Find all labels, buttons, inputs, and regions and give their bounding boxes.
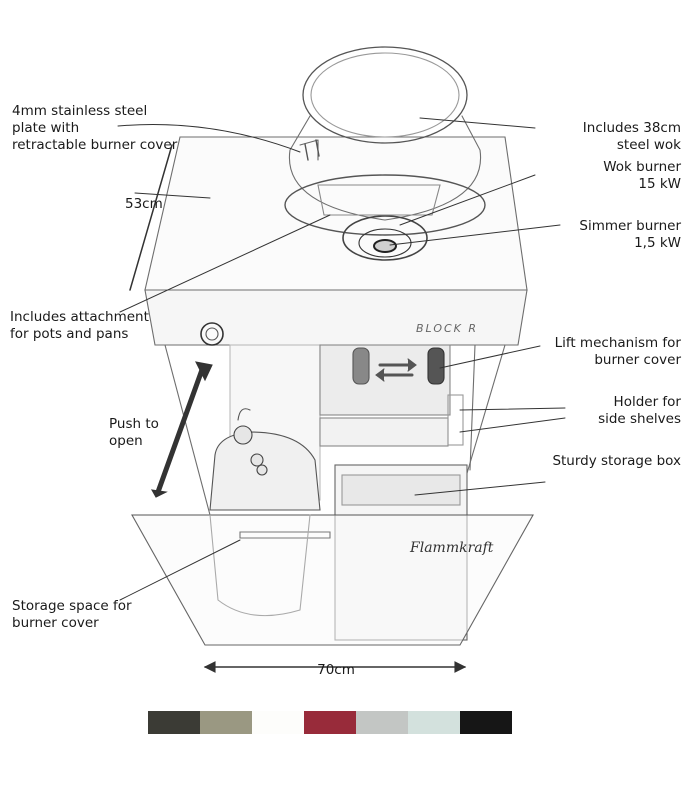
- holder-label: Holder for side shelves: [598, 394, 681, 427]
- leader-simmer-burner: [389, 224, 561, 246]
- leader-storage: [119, 539, 241, 601]
- pot-attachment: [317, 184, 441, 216]
- front-panel: [144, 289, 528, 346]
- storage-box-label: Sturdy storage box: [552, 453, 681, 469]
- push-arrow: [150, 361, 213, 498]
- simmer-burner: [373, 239, 397, 253]
- depth-label: 53cm: [125, 196, 163, 212]
- attachment-label: Includes attachment for pots and pans: [10, 309, 149, 342]
- push-to-open-label: Push to open: [109, 416, 159, 449]
- lift-arrows: [304, 139, 320, 161]
- leader-depth: [134, 192, 211, 199]
- leader-plate: [117, 124, 301, 153]
- swatch-black[interactable]: [460, 711, 512, 734]
- lift-mechanism: [319, 344, 451, 416]
- wok: [284, 46, 486, 236]
- swatch-charcoal[interactable]: [148, 711, 200, 734]
- swatch-white[interactable]: [252, 711, 304, 734]
- swatch-khaki[interactable]: [200, 711, 252, 734]
- plate-label: 4mm stainless steel plate with retractab…: [12, 103, 178, 153]
- leader-box: [414, 481, 546, 496]
- color-swatches: [148, 711, 512, 734]
- storage-space-label: Storage space for burner cover: [12, 598, 132, 631]
- front-panel-brand: BLOCK R: [416, 322, 478, 335]
- side-shelf: [319, 417, 449, 447]
- leader-holder: [459, 407, 566, 411]
- drawer-signature: Flammkraft: [409, 540, 494, 556]
- control-knob[interactable]: [200, 322, 224, 346]
- leader-lift: [439, 345, 541, 369]
- drawer[interactable]: [131, 514, 534, 646]
- lift-mechanism-label: Lift mechanism for burner cover: [554, 335, 681, 368]
- leader-wok-burner: [399, 174, 536, 226]
- leader-attachment: [119, 214, 331, 313]
- gas-bottle: [209, 408, 321, 511]
- top-plate: [144, 136, 528, 291]
- leader-wok: [419, 117, 536, 129]
- width-label: 70cm: [317, 662, 355, 678]
- wok-burner-label: Wok burner 15 kW: [603, 159, 681, 192]
- swatch-burgundy[interactable]: [304, 711, 356, 734]
- swatch-silver[interactable]: [356, 711, 408, 734]
- wok-label: Includes 38cm steel wok: [582, 120, 681, 153]
- simmer-burner-label: Simmer burner 1,5 kW: [579, 218, 681, 251]
- depth-dimension: [129, 144, 173, 291]
- swatch-mint-grey[interactable]: [408, 711, 460, 734]
